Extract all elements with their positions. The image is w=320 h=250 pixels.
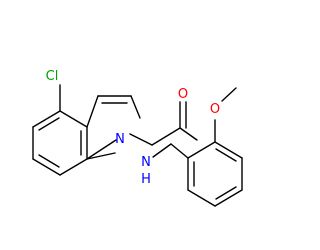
bond-ar-inner-2 <box>215 186 237 200</box>
bond-c3a-c4 <box>59 110 88 128</box>
bond-ch2-aryl <box>170 143 189 159</box>
bond-ch2-co <box>151 127 181 146</box>
atom-methoxy-oxygen: O <box>210 102 220 117</box>
bond-c7-c7a <box>59 158 88 176</box>
bond-nh-ch2 <box>152 143 172 158</box>
bond-ar-5-6 <box>214 141 243 159</box>
atom-label-layer: Cl N O N H O <box>46 69 220 187</box>
atom-chlorine: Cl <box>46 69 59 84</box>
bond-c4-c5 <box>32 110 61 128</box>
atom-amide-nitrogen: N <box>141 155 151 170</box>
bond-ar-inner-3 <box>215 148 237 162</box>
bond-c6-c7 <box>32 158 61 176</box>
chemical-structure-diagram: Cl N O N H O <box>32 69 243 207</box>
bond-n1-c7a <box>86 152 116 160</box>
bond-layer <box>32 84 243 207</box>
bond-n1-c7a-left <box>86 139 117 160</box>
bond-ar-3-4 <box>214 189 243 207</box>
bond-ar-6-1 <box>187 141 216 159</box>
bond-c3a-c3 <box>86 95 99 128</box>
bond-co-nh <box>179 127 198 141</box>
bond-o-ch3 <box>221 87 237 102</box>
atom-carbonyl-oxygen: O <box>178 87 188 102</box>
bond-ar-2-3 <box>187 189 216 207</box>
bond-benzene-inner-2 <box>38 154 60 168</box>
atom-indole-nitrogen: N <box>115 132 125 147</box>
atom-amide-hydrogen: H <box>141 172 151 187</box>
bond-n1-ch2 <box>129 133 153 146</box>
bond-benzene-inner-1 <box>38 117 60 131</box>
bond-c2-n1 <box>130 95 141 119</box>
